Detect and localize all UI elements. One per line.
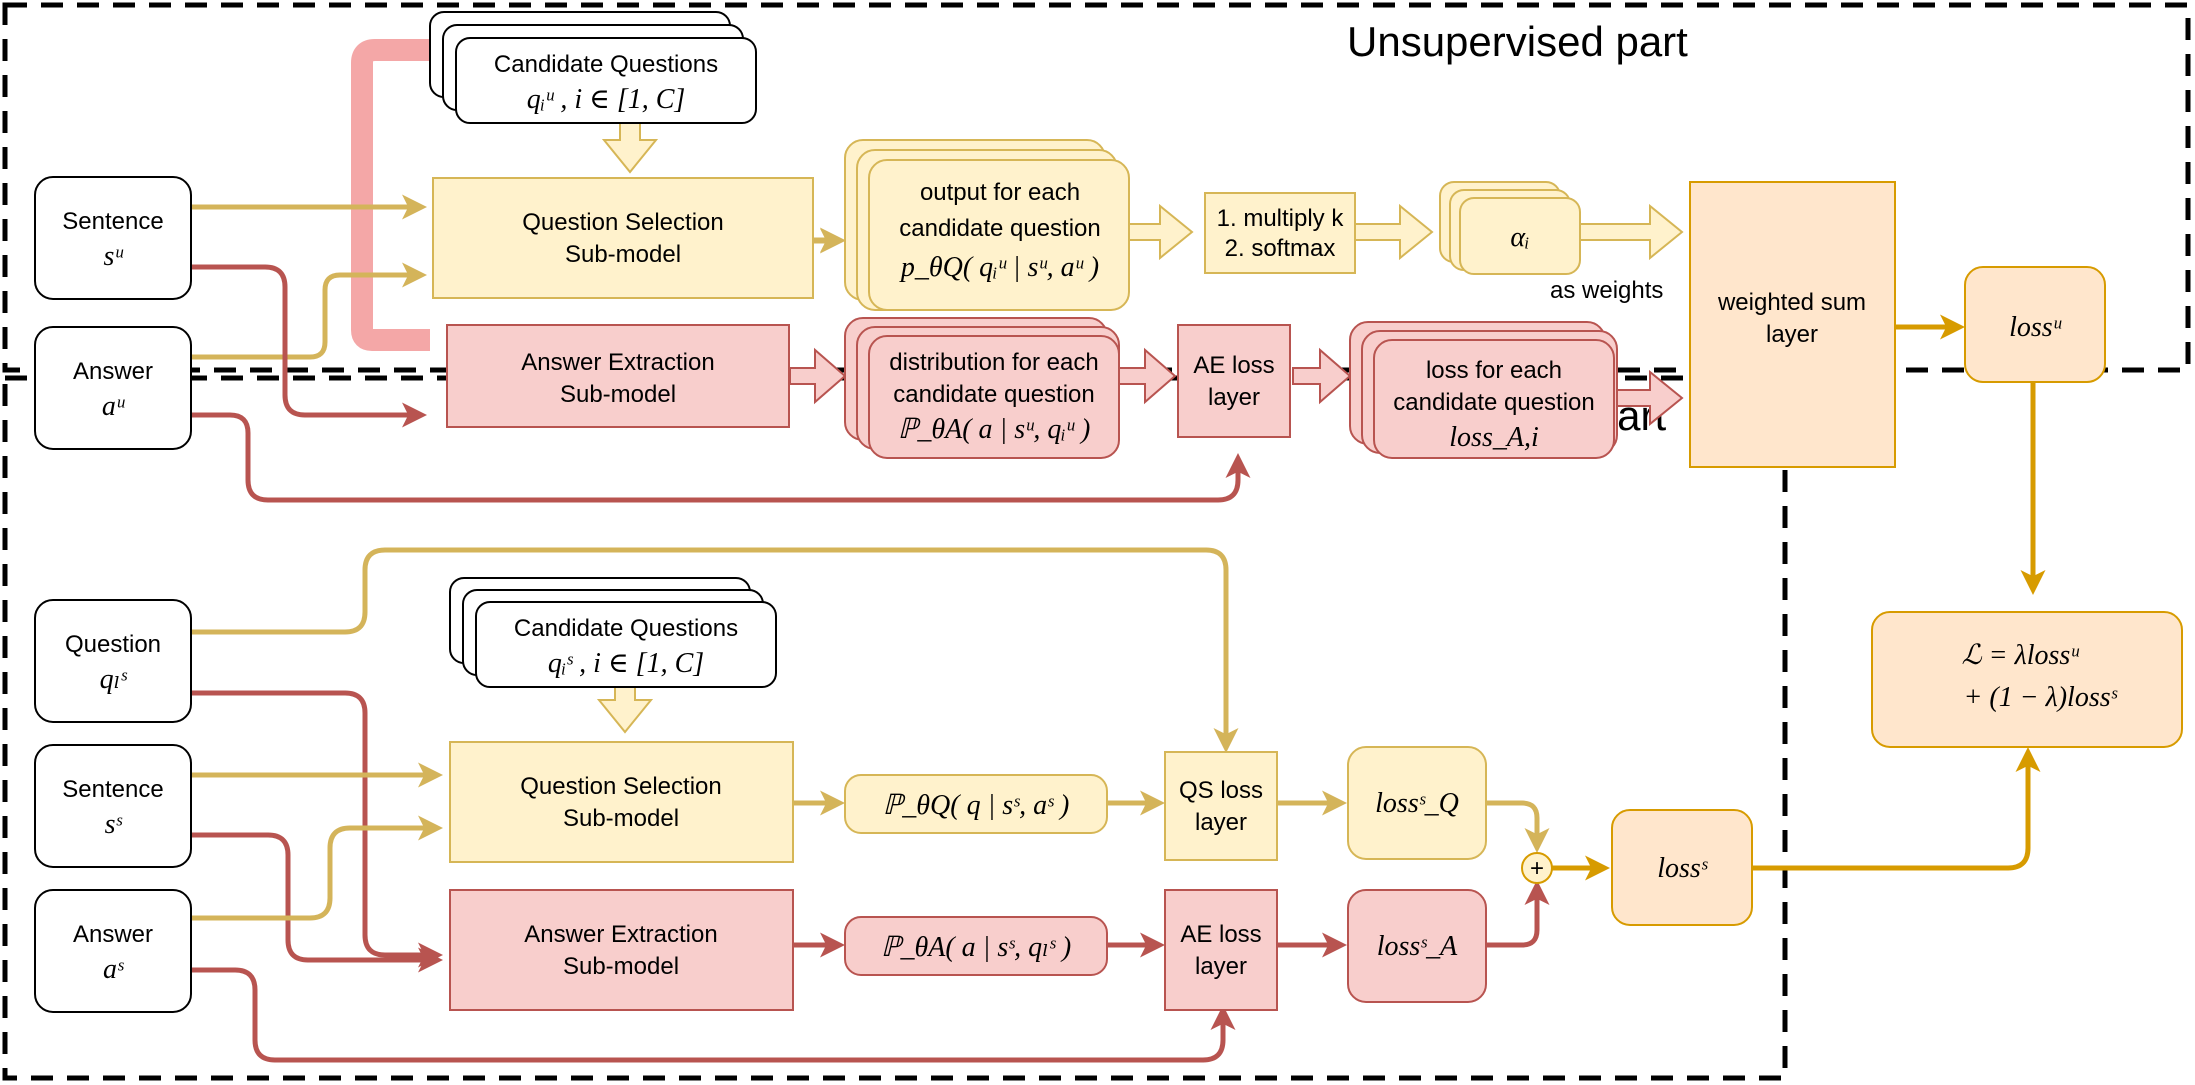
qs-submodel-s-line1: Question Selection (520, 773, 721, 800)
alpha-node: αᵢ (1439, 181, 1581, 275)
answer-u-label: Answer (73, 358, 153, 385)
candidate-questions-s-formula: qᵢˢ , i ∈ [1, C] (548, 648, 704, 679)
qs-output-s-formula: ℙ_θQ( q | sˢ, aˢ ) (883, 790, 1070, 821)
ae-submodel-s: Answer Extraction Sub-model (449, 889, 794, 1011)
sentence-s-node: Sentence sˢ (34, 744, 192, 868)
ae-submodel-s-line1: Answer Extraction (524, 921, 717, 948)
alpha-label: αᵢ (1510, 222, 1529, 253)
total-loss-line2: + (1 − λ)lossˢ (1963, 682, 2117, 713)
ae-output-s-node: ℙ_θA( a | sˢ, qₗˢ ) (844, 916, 1108, 976)
candidate-questions-u-formula: qᵢᵘ , i ∈ [1, C] (527, 84, 686, 115)
loss-u-label: lossᵘ (2009, 312, 2062, 343)
candidate-questions-u-node: Candidate Questions qᵢᵘ , i ∈ [1, C] (429, 11, 757, 124)
multiply-softmax-node: 1. multiply k 2. softmax (1204, 192, 1356, 274)
ae-loss-layer-s: AE loss layer (1164, 889, 1278, 1011)
weighted-sum-layer: weighted sum layer (1689, 181, 1896, 468)
ae-output-u-line2: candidate question (893, 381, 1095, 408)
qs-submodel-u-line1: Question Selection (522, 209, 723, 236)
qs-loss-layer-s: QS loss layer (1164, 751, 1278, 861)
ae-output-u-node: distribution for each candidate question… (844, 317, 1120, 459)
ae-loss-s-line2: layer (1195, 953, 1247, 980)
unsupervised-title: Unsupervised part (1347, 18, 1688, 65)
loss-each-line2: candidate question (1393, 389, 1595, 416)
sentence-s-label: Sentence (62, 776, 163, 803)
loss-each-u-node: loss for each candidate question loss_A,… (1349, 321, 1618, 459)
answer-s-label: Answer (73, 921, 153, 948)
answer-u-node: Answer aᵘ (34, 326, 192, 450)
question-s-symbol: qₗˢ (100, 664, 128, 695)
qs-submodel-s-line2: Sub-model (563, 805, 679, 832)
loss-q-label: lossˢ_Q (1375, 788, 1459, 819)
loss-s-label: lossˢ (1657, 853, 1708, 884)
ae-submodel-u-line2: Sub-model (560, 381, 676, 408)
ae-submodel-u-line1: Answer Extraction (521, 349, 714, 376)
sentence-u-label: Sentence (62, 208, 163, 235)
weighted-sum-line1: weighted sum (1717, 289, 1866, 316)
multiply-line: 1. multiply k (1217, 205, 1345, 232)
loss-a-node: lossˢ_A (1347, 889, 1487, 1003)
ae-loss-u-line1: AE loss (1193, 352, 1274, 379)
loss-each-line1: loss for each (1426, 357, 1562, 384)
qs-output-u-formula: p_θQ( qᵢᵘ | sᵘ, aᵘ ) (899, 252, 1099, 283)
answer-u-symbol: aᵘ (102, 391, 125, 422)
unsupervised-block-arrows (601, 121, 1684, 261)
ae-submodel-u: Answer Extraction Sub-model (446, 324, 790, 428)
ae-output-s-formula: ℙ_θA( a | sˢ, qₗˢ ) (881, 932, 1071, 963)
qs-submodel-u-line2: Sub-model (565, 241, 681, 268)
sentence-u-symbol: sᵘ (103, 241, 123, 272)
qs-submodel-u: Question Selection Sub-model (432, 177, 814, 299)
qs-loss-s-line2: layer (1195, 809, 1247, 836)
sentence-u-node: Sentence sᵘ (34, 176, 192, 300)
loss-a-label: lossˢ_A (1377, 931, 1458, 962)
ae-loss-s-line1: AE loss (1180, 921, 1261, 948)
candidate-questions-u-label: Candidate Questions (494, 51, 718, 78)
sentence-s-symbol: sˢ (105, 809, 123, 840)
question-s-label: Question (65, 631, 161, 658)
qs-output-u-line2: candidate question (899, 215, 1101, 242)
answer-s-symbol: aˢ (103, 954, 124, 985)
supervised-section-border (2, 375, 1788, 1081)
supervised-connectors (191, 547, 2041, 1063)
total-loss-line1: ℒ = λlossᵘ (1962, 640, 2080, 671)
total-loss-node: ℒ = λlossᵘ + (1 − λ)lossˢ (1871, 611, 2183, 748)
as-weights-label: as weights (1550, 277, 1663, 304)
qs-output-u-node: output for each candidate question p_θQ(… (844, 139, 1130, 311)
candidate-questions-s-node: Candidate Questions qᵢˢ , i ∈ [1, C] (449, 577, 777, 688)
loss-each-formula: loss_A,i (1449, 422, 1538, 453)
qs-loss-s-line1: QS loss (1179, 777, 1263, 804)
ae-output-u-line1: distribution for each (889, 349, 1098, 376)
ae-loss-layer-u: AE loss layer (1177, 324, 1291, 438)
qs-output-u-line1: output for each (920, 179, 1080, 206)
softmax-line: 2. softmax (1225, 235, 1336, 262)
ae-loss-u-line2: layer (1208, 384, 1260, 411)
question-s-node: Question qₗˢ (34, 599, 192, 723)
plus-node: + (1521, 852, 1553, 884)
ae-submodel-s-line2: Sub-model (563, 953, 679, 980)
loss-s-node: lossˢ (1611, 809, 1753, 926)
qs-output-s-node: ℙ_θQ( q | sˢ, aˢ ) (844, 774, 1108, 834)
candidate-questions-s-label: Candidate Questions (514, 615, 738, 642)
answer-s-node: Answer aˢ (34, 889, 192, 1013)
unsupervised-red-block-arrows (789, 347, 1684, 427)
loss-u-node: lossᵘ (1964, 266, 2106, 383)
plus-label: + (1530, 855, 1544, 882)
weighted-sum-line2: layer (1766, 321, 1818, 348)
loss-q-node: lossˢ_Q (1347, 746, 1487, 860)
qs-submodel-s: Question Selection Sub-model (449, 741, 794, 863)
ae-output-u-formula: ℙ_θA( a | sᵘ, qᵢᵘ ) (898, 414, 1091, 445)
